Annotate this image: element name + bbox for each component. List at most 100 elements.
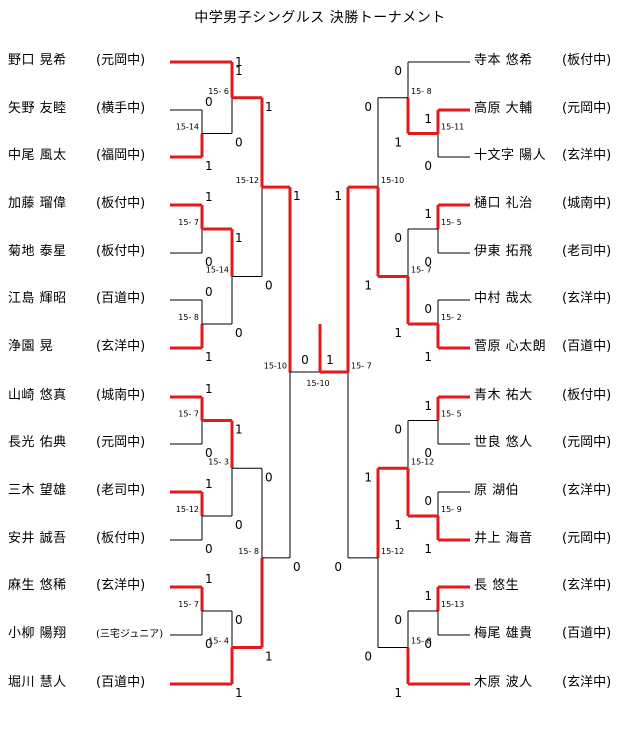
player-school: (百道中)	[96, 291, 146, 306]
game-score: 1	[424, 350, 432, 364]
game-score: 0	[424, 494, 432, 508]
game-score: 0	[205, 542, 213, 556]
game-score: 1	[205, 350, 213, 364]
match-score-label: 15- 3	[208, 457, 229, 466]
player-name: 中村 哉太	[474, 291, 533, 306]
match-score-label: 15- 4	[208, 637, 229, 646]
game-score: 1	[205, 572, 213, 586]
game-score: 1	[364, 279, 372, 293]
player-name: 樋口 礼治	[474, 196, 533, 211]
player-school: (百道中)	[562, 626, 612, 641]
left-player-10: 三木 望雄 (老司中)	[8, 483, 145, 499]
match-score-label: 15-14	[176, 123, 199, 132]
right-player-8: 青木 祐大 (板付中)	[474, 388, 611, 404]
match-score-label: 15-14	[206, 266, 229, 275]
left-player-2: 矢野 友睦(横手中)	[8, 101, 145, 117]
right-player-11: 井上 海音(元岡中)	[474, 531, 611, 547]
game-score: 0	[235, 326, 243, 340]
game-score: 1	[394, 686, 402, 700]
match-score-label: 15- 8	[411, 87, 432, 96]
right-player-1: 寺本 悠希 (板付中)	[474, 53, 611, 69]
right-player-12: 長 悠生 (玄洋中)	[474, 578, 611, 594]
player-name: 長 悠生	[474, 578, 520, 593]
player-name: 小柳 陽翔	[8, 626, 67, 641]
player-school: (板付中)	[96, 531, 146, 546]
match-score-label: 15-12	[236, 176, 259, 185]
left-player-7: 浄園 晃(玄洋中)	[8, 339, 145, 355]
left-player-14: 堀川 慧人(百道中)	[8, 675, 145, 691]
right-player-2: 高原 大輔(元岡中)	[474, 101, 611, 117]
player-school: (城南中)	[96, 388, 146, 403]
right-player-10: 原 湖伯(玄洋中)	[474, 483, 611, 499]
game-score: 0	[334, 560, 342, 574]
right-player-4: 樋口 礼治 (城南中)	[474, 196, 611, 212]
game-score: 0	[205, 95, 213, 109]
player-school: (板付中)	[562, 388, 612, 403]
player-name: 堀川 慧人	[8, 675, 67, 690]
match-score-label: 15- 5	[441, 410, 462, 419]
left-player-3: 中尾 風太 (福岡中)	[8, 148, 145, 164]
game-score: 1	[424, 207, 432, 221]
right-player-5: 伊東 拓飛(老司中)	[474, 244, 611, 260]
game-score: 0	[424, 446, 432, 460]
player-name: 寺本 悠希	[474, 53, 533, 68]
player-name: 長光 佑典	[8, 435, 67, 450]
game-score: 0	[205, 285, 213, 299]
game-score: 1	[235, 231, 243, 245]
player-name: 安井 誠吾	[8, 531, 67, 546]
player-school: (老司中)	[96, 483, 146, 498]
player-school: (三宅ジュニア)	[96, 629, 164, 640]
right-player-6: 中村 哉太(玄洋中)	[474, 291, 611, 307]
game-score: 0	[424, 637, 432, 651]
final-score-right: 1	[326, 353, 334, 367]
game-score: 1	[394, 326, 402, 340]
page-title: 中学男子シングルス 決勝トーナメント	[194, 10, 446, 26]
match-score-label: 15- 7	[351, 362, 372, 371]
left-player-9: 長光 佑典 (元岡中)	[8, 435, 145, 451]
player-school: (元岡中)	[96, 435, 146, 450]
player-school: (城南中)	[562, 196, 612, 211]
match-score-label: 15-10	[264, 362, 287, 371]
left-player-5: 菊地 泰星(板付中)	[8, 244, 145, 260]
game-score: 1	[205, 477, 213, 491]
player-name: 青木 祐大	[474, 388, 533, 403]
match-score-label: 15-12	[411, 457, 434, 466]
game-score: 1	[235, 423, 243, 437]
game-score: 0	[394, 423, 402, 437]
player-school: (老司中)	[562, 244, 612, 259]
game-score: 1	[293, 189, 301, 203]
player-name: 原 湖伯	[474, 483, 520, 498]
match-score-label: 15- 8	[411, 637, 432, 646]
player-name: 江島 輝昭	[8, 291, 67, 306]
left-player-1: 野口 晃希(元岡中)	[8, 53, 145, 69]
player-name: 木原 波人	[474, 675, 533, 690]
player-name: 山崎 悠真	[8, 388, 67, 403]
game-score: 1	[394, 518, 402, 532]
player-school: (板付中)	[562, 53, 612, 68]
left-player-11: 安井 誠吾 (板付中)	[8, 531, 145, 547]
match-score-label: 15- 7	[178, 410, 199, 419]
player-name: 三木 望雄	[8, 483, 67, 498]
player-school: (福岡中)	[96, 148, 146, 163]
player-school: (玄洋中)	[562, 148, 612, 163]
match-score-label: 15-12	[176, 505, 199, 514]
player-name: 十文字 陽人	[474, 148, 547, 163]
game-score: 1	[205, 159, 213, 173]
left-player-13: 小柳 陽翔 (三宅ジュニア)	[8, 626, 163, 643]
final-score-label: 15-10	[306, 379, 329, 388]
player-name: 矢野 友睦	[8, 101, 67, 116]
game-score: 0	[235, 136, 243, 150]
game-score: 1	[424, 542, 432, 556]
game-score: 0	[394, 231, 402, 245]
player-name: 中尾 風太	[8, 148, 67, 163]
game-score: 0	[265, 470, 273, 484]
game-score: 0	[235, 613, 243, 627]
game-score: 0	[235, 518, 243, 532]
match-score-label: 15- 7	[411, 266, 432, 275]
player-school: (玄洋中)	[562, 578, 612, 593]
left-player-6: 江島 輝昭 (百道中)	[8, 291, 145, 307]
player-school: (元岡中)	[562, 531, 612, 546]
player-school: (百道中)	[562, 339, 612, 354]
match-score-label: 15- 8	[238, 547, 259, 556]
game-score: 0	[265, 279, 273, 293]
